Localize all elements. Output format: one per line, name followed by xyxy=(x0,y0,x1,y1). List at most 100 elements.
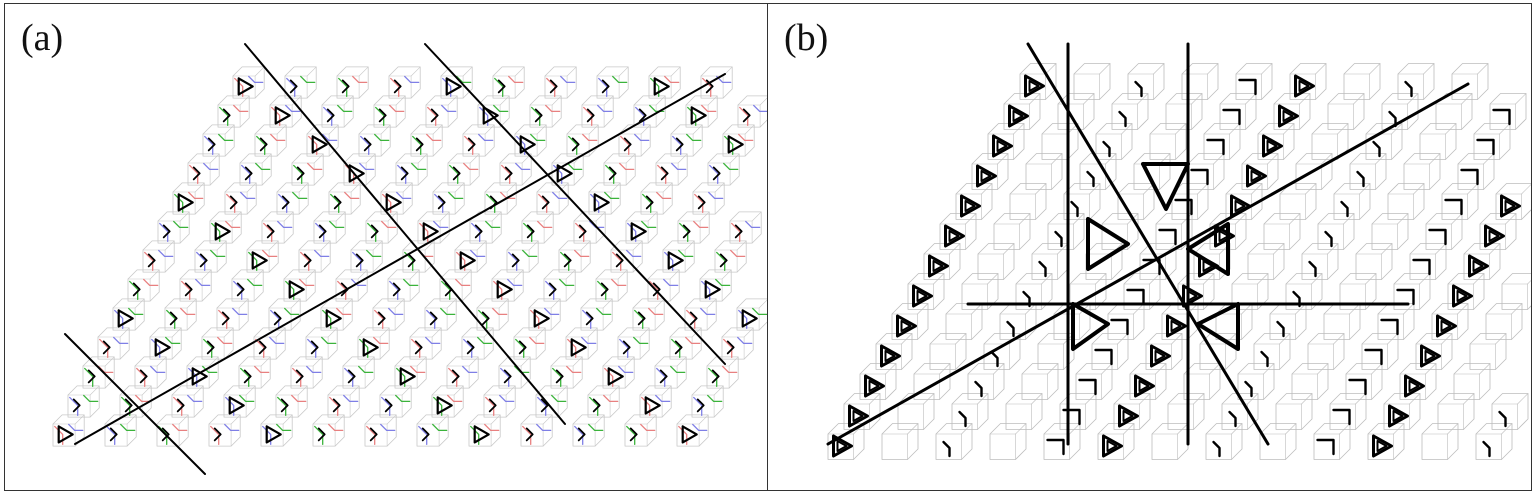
arrow-mark xyxy=(258,340,267,355)
path-segment xyxy=(351,278,367,287)
grid-cell xyxy=(477,95,510,128)
grid-cell xyxy=(112,298,145,331)
path-segment xyxy=(375,106,385,127)
grid-edge xyxy=(580,240,591,251)
grid-edge xyxy=(1377,313,1404,340)
bracket-mark xyxy=(1396,288,1415,306)
hook-mark xyxy=(1244,380,1253,398)
arrow-mark xyxy=(504,166,513,181)
path-segment xyxy=(642,193,652,214)
path-segment xyxy=(84,367,94,388)
path-segment xyxy=(203,162,219,171)
grid-cell xyxy=(1453,363,1491,400)
grid-cell xyxy=(499,153,532,186)
grid-edge xyxy=(1149,273,1161,285)
path-segment xyxy=(204,135,214,156)
grid-cell xyxy=(454,240,487,273)
grid-edge xyxy=(290,298,301,309)
grid-edge xyxy=(231,211,242,222)
path-segment xyxy=(410,365,426,374)
grid-edge xyxy=(1031,393,1043,405)
hook-mark xyxy=(1054,230,1063,248)
grid-cell xyxy=(1285,273,1323,310)
path-segment xyxy=(284,307,300,316)
grid-edge xyxy=(1203,133,1230,160)
path-segment xyxy=(323,106,333,127)
large-triangle xyxy=(1186,222,1230,276)
arrow-mark xyxy=(511,253,520,268)
arrow-mark xyxy=(407,253,416,268)
grid-cell xyxy=(1133,153,1171,190)
grid-edge xyxy=(1495,333,1507,345)
grid-edge xyxy=(901,333,913,345)
path-segment xyxy=(426,309,436,330)
grid-cell xyxy=(342,356,375,389)
arrow-mark xyxy=(689,311,698,326)
grid-cell xyxy=(558,240,591,273)
grid-edge xyxy=(758,298,768,309)
hook-mark xyxy=(1118,110,1127,128)
grid-edge xyxy=(416,356,427,367)
arrow-mark xyxy=(659,369,668,384)
path-segment xyxy=(328,423,344,432)
grid-edge xyxy=(955,333,967,345)
path-segment xyxy=(270,133,286,142)
grid-edge xyxy=(1279,333,1291,345)
grid-edge xyxy=(357,269,368,280)
grid-edge xyxy=(298,182,309,193)
arrow-mark xyxy=(273,311,282,326)
grid-cell xyxy=(624,414,657,447)
grid-edge xyxy=(505,385,516,396)
path-segment xyxy=(180,307,196,316)
grid-cell xyxy=(1387,183,1425,220)
path-segment xyxy=(380,423,396,432)
grid-cell xyxy=(1235,63,1273,100)
arrow-mark xyxy=(652,282,661,297)
grid-cell xyxy=(677,211,710,244)
grid-edge xyxy=(1425,363,1437,375)
grid-edge xyxy=(223,327,234,338)
grid-edge xyxy=(618,66,629,77)
grid-edge xyxy=(961,423,973,435)
grid-edge xyxy=(707,95,718,106)
grid-cell xyxy=(647,269,680,302)
path-segment xyxy=(589,396,599,417)
grid-edge xyxy=(1337,123,1349,135)
path-segment xyxy=(515,162,531,171)
grid-edge xyxy=(327,327,338,338)
grid-cell xyxy=(1371,213,1409,250)
hook-mark xyxy=(1070,200,1079,218)
grid-edge xyxy=(1521,184,1531,195)
grid-cell xyxy=(550,356,583,389)
grid-edge xyxy=(119,327,130,338)
grid-edge xyxy=(933,273,945,285)
path-segment xyxy=(657,164,667,185)
bracket-mark xyxy=(1380,318,1399,336)
path-segment xyxy=(737,336,753,345)
grid-cell xyxy=(1399,363,1437,400)
triangle-mark-inner xyxy=(1440,320,1452,332)
grid-edge xyxy=(654,298,665,309)
grid-edge xyxy=(1499,123,1511,135)
path-segment xyxy=(597,104,613,113)
grid-edge xyxy=(1477,63,1489,75)
grid-cell xyxy=(416,414,449,447)
grid-cell xyxy=(685,95,718,128)
arrow-mark xyxy=(674,340,683,355)
grid-cell xyxy=(127,269,160,302)
grid-cell xyxy=(462,124,495,157)
grid-cell xyxy=(440,66,473,99)
path-segment xyxy=(522,249,538,258)
grid-cell xyxy=(1275,393,1313,430)
grid-edge xyxy=(216,240,227,251)
path-segment xyxy=(522,425,532,446)
triangle-mark xyxy=(630,222,647,241)
path-segment xyxy=(619,162,635,171)
path-segment xyxy=(344,367,354,388)
grid-edge xyxy=(1327,103,1354,130)
grid-edge xyxy=(476,240,487,251)
grid-edge xyxy=(1345,373,1372,400)
grid-edge xyxy=(1153,63,1165,75)
grid-edge xyxy=(431,327,442,338)
triangle-mark xyxy=(251,251,268,270)
